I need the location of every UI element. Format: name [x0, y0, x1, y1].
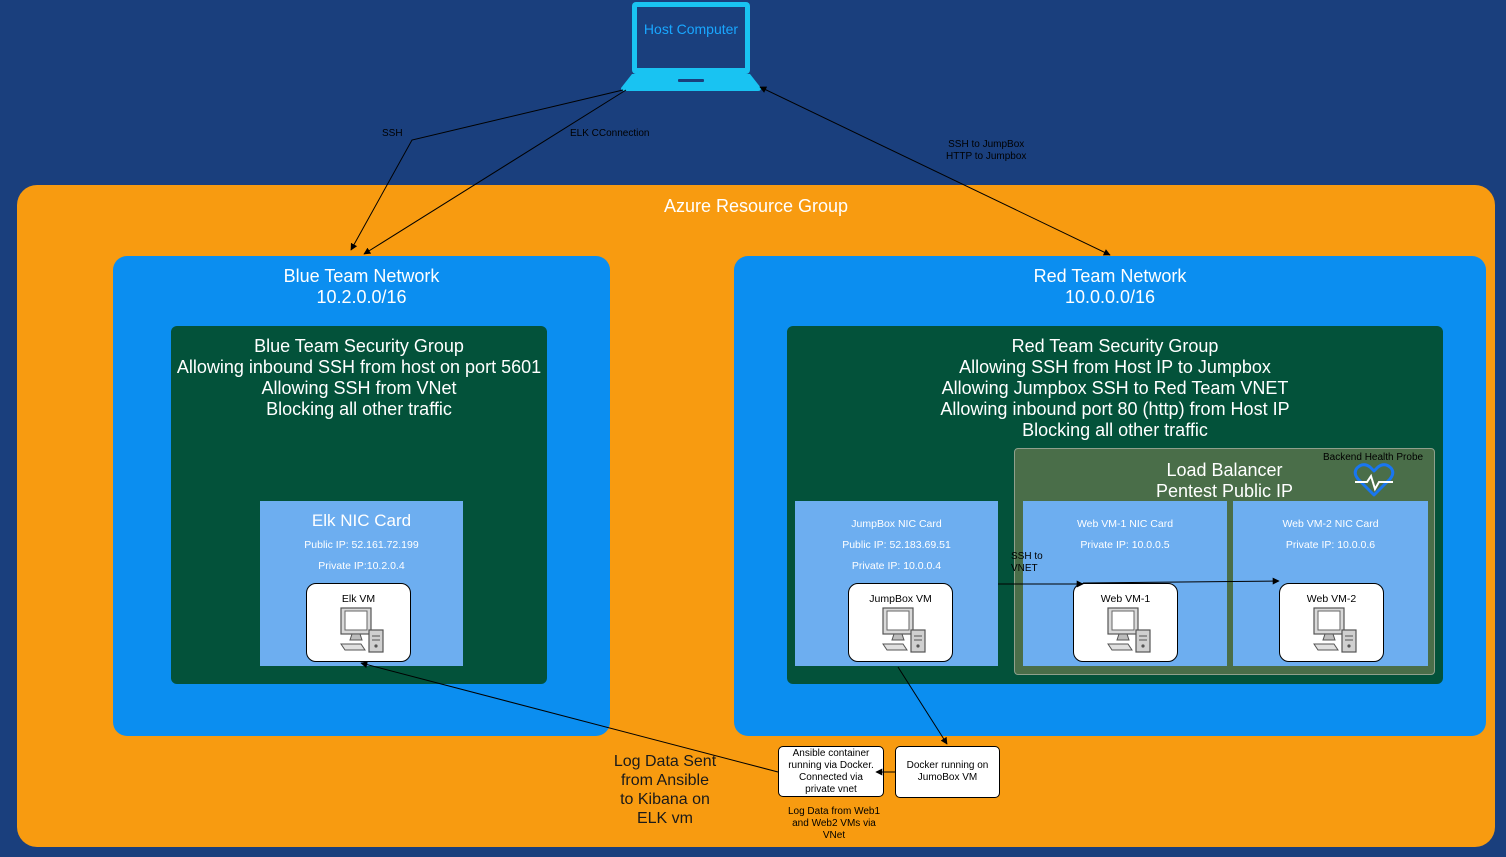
blue-security-group: Blue Team Security Group Allowing inboun… [171, 326, 547, 684]
docker-line1: Docker running on [906, 760, 989, 771]
backend-health-probe-label: Backend Health Probe [1323, 452, 1424, 463]
ansible-line2: running via Docker. [788, 759, 874, 771]
blue-sg-rule2: Allowing SSH from VNet [261, 378, 457, 398]
ansible-elk-connector [360, 661, 779, 773]
web-vm2-nic-card: Web VM-2 NIC Card Private IP: 10.0.0.6 W… [1233, 501, 1428, 666]
jumpbox-edge-line1: SSH to JumpBox [948, 139, 1025, 150]
jumpbox-connector [759, 86, 1111, 256]
heart-pulse-icon [1353, 463, 1395, 497]
elk-vm-label: Elk VM [341, 593, 376, 605]
log-elk-line4: ELK vm [636, 810, 693, 827]
elk-public-ip: Public IP: 52.161.72.199 [304, 539, 419, 551]
web-vm1: Web VM-1 [1073, 583, 1178, 662]
red-sg-rule4: Blocking all other traffic [1022, 420, 1208, 440]
host-computer: Host Computer [620, 2, 762, 92]
web-vm2: Web VM-2 [1279, 583, 1384, 662]
blue-sg-rule3: Blocking all other traffic [266, 399, 452, 419]
web-vm1-label: Web VM-1 [1100, 593, 1151, 605]
ansible-line3: Connected via [799, 771, 863, 783]
host-computer-label: Host Computer [643, 21, 739, 37]
blue-network-cidr: 10.2.0.0/16 [316, 287, 407, 307]
ssh-connector [350, 89, 624, 251]
ssh-vnet-edge-label: SSH to VNET [1011, 551, 1043, 575]
computer-icon [1313, 607, 1357, 653]
computer-icon [882, 607, 926, 653]
elk-connector [363, 89, 627, 255]
web1-private-ip: Private IP: 10.0.0.5 [1080, 539, 1170, 551]
web1-nic-title: Web VM-1 NIC Card [1076, 518, 1174, 530]
blue-network-title: Blue Team Network [283, 266, 440, 286]
elk-private-ip: Private IP:10.2.0.4 [318, 560, 405, 572]
web2-nic-title: Web VM-2 NIC Card [1282, 518, 1379, 530]
web-vm2-label: Web VM-2 [1306, 593, 1357, 605]
web2-private-ip: Private IP: 10.0.0.6 [1285, 539, 1376, 551]
docker-box: Docker running on JumoBox VM [895, 746, 1000, 798]
ansible-container-box: Ansible container running via Docker. Co… [778, 746, 884, 797]
log-data-web-note: Log Data from Web1 and Web2 VMs via VNet [770, 806, 898, 842]
lb-title: Load Balancer [1166, 460, 1283, 480]
log-elk-line2: from Ansible [620, 772, 710, 789]
ansible-line4: private vnet [805, 783, 857, 795]
red-sg-rule2: Allowing Jumpbox SSH to Red Team VNET [941, 378, 1289, 398]
red-sg-title: Red Team Security Group [1011, 336, 1219, 356]
computer-icon [340, 607, 384, 653]
ssh-vnet-line1: SSH to [1011, 551, 1043, 562]
jumpbox-vm-label: JumpBox VM [869, 593, 932, 605]
blue-sg-title: Blue Team Security Group [254, 336, 464, 356]
jumpbox-public-ip: Public IP: 52.183.69.51 [842, 539, 951, 551]
log-web-line2: and Web2 VMs via [792, 818, 876, 829]
web2-connector [1082, 577, 1280, 585]
ssh-vnet-line2: VNET [1011, 563, 1038, 574]
log-web-line3: VNet [822, 830, 846, 841]
computer-icon [1107, 607, 1151, 653]
jumpbox-docker-connector [897, 666, 948, 745]
red-network-cidr: 10.0.0.0/16 [1064, 287, 1156, 307]
red-sg-rule3: Allowing inbound port 80 (http) from Hos… [940, 399, 1290, 419]
elk-nic-title: Elk NIC Card [311, 511, 412, 530]
jumpbox-private-ip: Private IP: 10.0.0.4 [851, 560, 942, 572]
elk-edge-label: ELK CConnection [570, 128, 650, 139]
jumpbox-nic-title: JumpBox NIC Card [851, 518, 942, 530]
ssh-edge-label: SSH [382, 128, 403, 139]
log-data-elk-note: Log Data Sent from Ansible to Kibana on … [598, 752, 732, 828]
elk-nic-card: Elk NIC Card Public IP: 52.161.72.199 Pr… [260, 501, 463, 666]
red-sg-rule1: Allowing SSH from Host IP to Jumpbox [959, 357, 1271, 377]
jumpbox-nic-card: JumpBox NIC Card Public IP: 52.183.69.51… [795, 501, 998, 666]
log-web-line1: Log Data from Web1 [787, 806, 881, 817]
ansible-line1: Ansible container [792, 747, 870, 759]
jumpbox-edge-line2: HTTP to Jumpbox [946, 151, 1027, 162]
elk-vm: Elk VM [306, 583, 411, 662]
jumpbox-edge-label: SSH to JumpBox HTTP to Jumpbox [946, 139, 1026, 163]
blue-sg-rule1: Allowing inbound SSH from host on port 5… [176, 357, 542, 377]
log-elk-line3: to Kibana on [620, 791, 710, 808]
red-network-title: Red Team Network [1033, 266, 1187, 286]
web-vm1-nic-card: Web VM-1 NIC Card Private IP: 10.0.0.5 W… [1023, 501, 1227, 666]
lb-subtitle: Pentest Public IP [1155, 481, 1294, 501]
log-elk-line1: Log Data Sent [613, 753, 717, 770]
laptop-icon [621, 2, 761, 91]
jumpbox-vm: JumpBox VM [848, 583, 953, 662]
docker-line2: JumoBox VM [917, 772, 978, 783]
